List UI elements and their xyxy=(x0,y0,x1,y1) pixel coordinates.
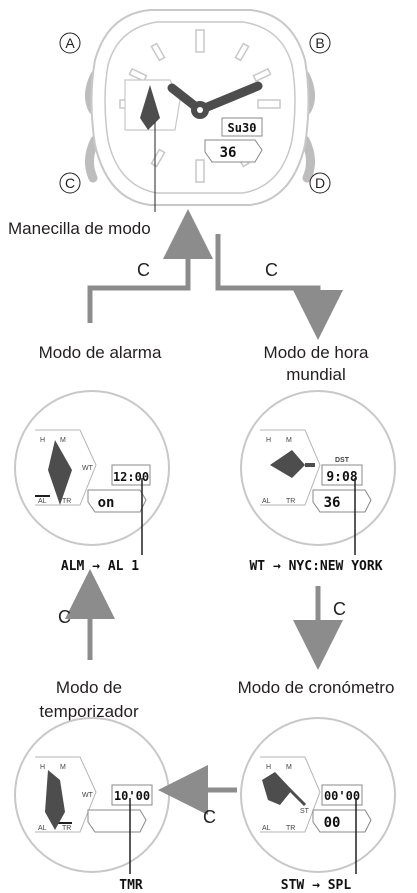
timer-mode-hand xyxy=(45,770,65,830)
worldtime-watch: H M AL TR DST 9:08 36 xyxy=(240,390,396,555)
svg-text:TR: TR xyxy=(286,498,295,505)
dst-indicator: DST xyxy=(335,457,350,464)
svg-text:AL: AL xyxy=(262,498,271,505)
alarm-watch: H M WT AL TR 12:00 on xyxy=(14,390,170,555)
mode-hand-label: Manecilla de modo xyxy=(8,219,151,238)
svg-text:H: H xyxy=(266,764,271,771)
svg-text:TR: TR xyxy=(62,825,71,832)
svg-text:AL: AL xyxy=(38,498,47,505)
svg-text:WT: WT xyxy=(82,792,94,799)
worldtime-mode-hand xyxy=(270,450,305,478)
transition-label-2: C xyxy=(265,260,278,280)
transition-label-1: C xyxy=(137,260,150,280)
worldtime-flow: WT → NYC:NEW YORK xyxy=(249,559,382,574)
stopwatch-flow: STW → SPL xyxy=(281,878,352,893)
alarm-time: 12:00 xyxy=(113,470,149,484)
main-display-time: Su30 xyxy=(228,121,257,135)
main-watch: Su30 36 A B C D xyxy=(59,9,331,212)
svg-text:AL: AL xyxy=(262,825,271,832)
stopwatch-mode-hand xyxy=(262,772,292,805)
button-c-shape[interactable] xyxy=(85,135,100,183)
timer-flow: TMR xyxy=(119,878,143,893)
watch-bezel xyxy=(104,21,296,194)
svg-text:M: M xyxy=(60,764,66,771)
stopwatch-mode-title: Modo de cronómetro xyxy=(238,678,395,697)
alarm-mode-title: Modo de alarma xyxy=(39,343,162,362)
timer-watch: H M WT AL TR 10'00 xyxy=(14,717,170,874)
svg-text:D: D xyxy=(315,175,325,191)
transition-label-5: C xyxy=(203,807,216,827)
worldtime-seconds: 36 xyxy=(324,495,341,511)
worldtime-mode-title-2: mundial xyxy=(286,365,346,384)
svg-text:C: C xyxy=(65,175,75,191)
svg-text:M: M xyxy=(286,437,292,444)
timer-time: 10'00 xyxy=(114,789,150,803)
alarm-flow: ALM → AL 1 xyxy=(61,559,139,574)
arrow-time-to-worldtime xyxy=(215,234,343,340)
button-d-shape[interactable] xyxy=(300,135,315,183)
stopwatch-sub: 00 xyxy=(324,815,341,831)
svg-text:H: H xyxy=(266,437,271,444)
svg-text:M: M xyxy=(286,764,292,771)
button-b-label: B xyxy=(309,32,331,54)
svg-text:M: M xyxy=(60,437,66,444)
svg-text:TR: TR xyxy=(286,825,295,832)
alarm-mode-hand xyxy=(48,440,72,505)
arrow-alarm-to-time xyxy=(87,209,213,323)
svg-text:ST: ST xyxy=(300,808,310,815)
stopwatch-watch: H M ST AL TR 00'00 00 xyxy=(240,717,396,874)
worldtime-time: 9:08 xyxy=(326,470,357,485)
svg-text:H: H xyxy=(40,437,45,444)
svg-text:B: B xyxy=(315,35,324,51)
main-display-upper xyxy=(221,117,263,137)
transition-label-4: C xyxy=(333,599,346,619)
worldtime-mode-title-1: Modo de hora xyxy=(264,343,369,362)
svg-text:AL: AL xyxy=(38,825,47,832)
minute-hand xyxy=(195,81,263,115)
svg-text:H: H xyxy=(40,764,45,771)
timer-mode-title-2: temporizador xyxy=(39,702,139,721)
svg-text:A: A xyxy=(65,35,75,51)
button-c-label: C xyxy=(59,172,81,194)
transition-label-3: C xyxy=(58,607,71,627)
main-display-lower xyxy=(204,139,263,163)
main-display-seconds: 36 xyxy=(220,145,237,161)
stopwatch-time: 00'00 xyxy=(324,789,360,803)
mode-hand xyxy=(140,85,160,130)
svg-text:TR: TR xyxy=(62,498,71,505)
button-a-label: A xyxy=(59,32,81,54)
alarm-status: on xyxy=(98,495,115,511)
timer-mode-title-1: Modo de xyxy=(56,678,122,697)
button-d-label: D xyxy=(309,172,331,194)
svg-text:WT: WT xyxy=(82,465,94,472)
